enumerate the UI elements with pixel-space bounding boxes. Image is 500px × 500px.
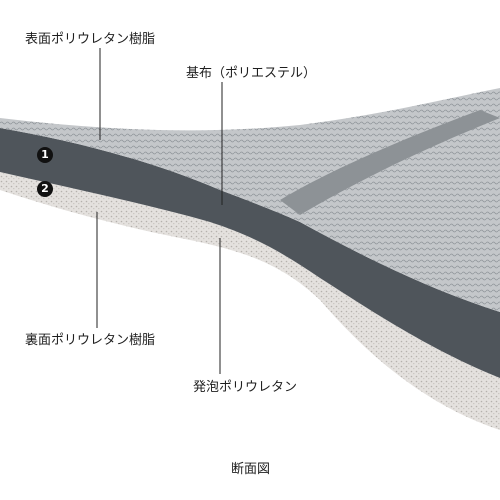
diagram-caption: 断面図 [231,462,271,477]
foam-layer [0,172,500,430]
label-base-fabric: 基布（ポリエステル） [186,66,317,81]
label-surface-pu-resin: 表面ポリウレタン樹脂 [25,32,156,47]
marker-2: 2 [37,181,53,197]
marker-1: 1 [37,147,53,163]
label-back-pu-resin: 裏面ポリウレタン樹脂 [25,333,156,348]
fold-ridge [280,110,500,215]
label-foamed-pu: 発泡ポリウレタン [193,380,298,395]
base-fabric-layer [0,128,500,378]
surface-leather-layer [0,88,500,312]
